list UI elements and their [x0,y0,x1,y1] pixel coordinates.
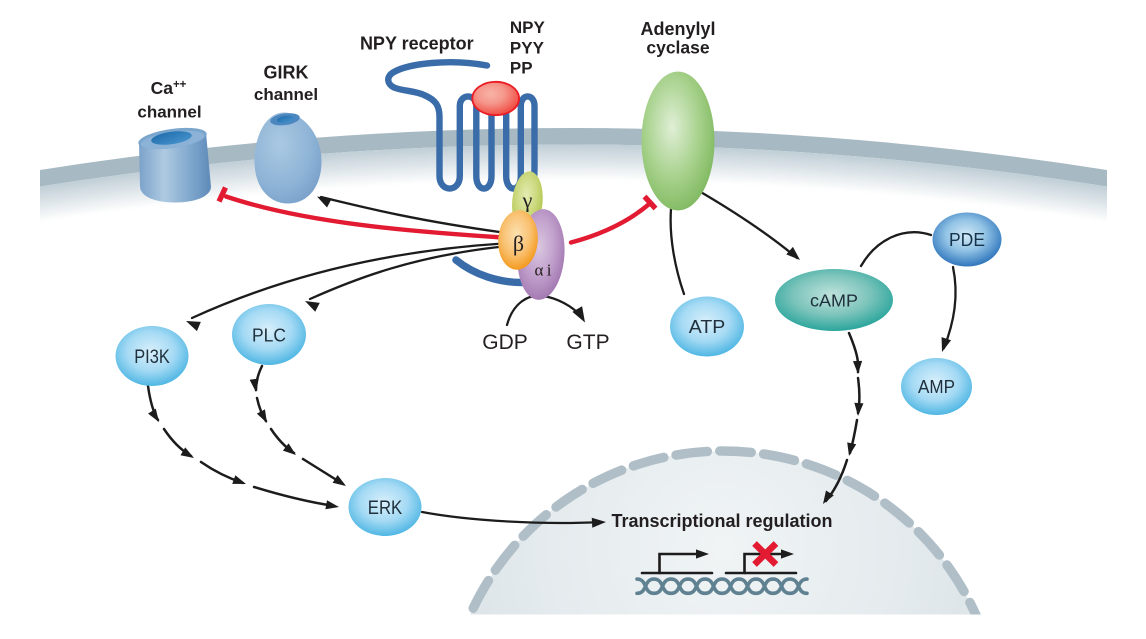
svg-text:PDE: PDE [949,229,985,250]
svg-text:NPY receptor: NPY receptor [360,33,474,53]
svg-text:PYY: PYY [510,38,545,57]
svg-text:ERK: ERK [368,498,403,519]
svg-text:GIRK: GIRK [264,63,309,83]
svg-text:PLC: PLC [252,324,286,345]
svg-text:GTP: GTP [566,331,609,354]
svg-text:Adenylyl: Adenylyl [640,19,715,39]
svg-text:cyclase: cyclase [646,37,710,57]
svg-text:GDP: GDP [482,331,528,354]
svg-text:ATP: ATP [689,316,726,337]
svg-text:Transcriptional regulation: Transcriptional regulation [611,511,832,531]
svg-text:γ: γ [522,188,533,213]
svg-text:PI3K: PI3K [134,347,170,368]
svg-text:channel: channel [254,85,318,104]
svg-text:PP: PP [510,58,533,77]
svg-text:cAMP: cAMP [810,291,858,311]
svg-text:NPY: NPY [510,18,546,37]
svg-text:β: β [513,231,524,256]
svg-text:AMP: AMP [918,376,955,397]
svg-text:α i: α i [534,261,551,280]
svg-text:channel: channel [137,103,201,122]
